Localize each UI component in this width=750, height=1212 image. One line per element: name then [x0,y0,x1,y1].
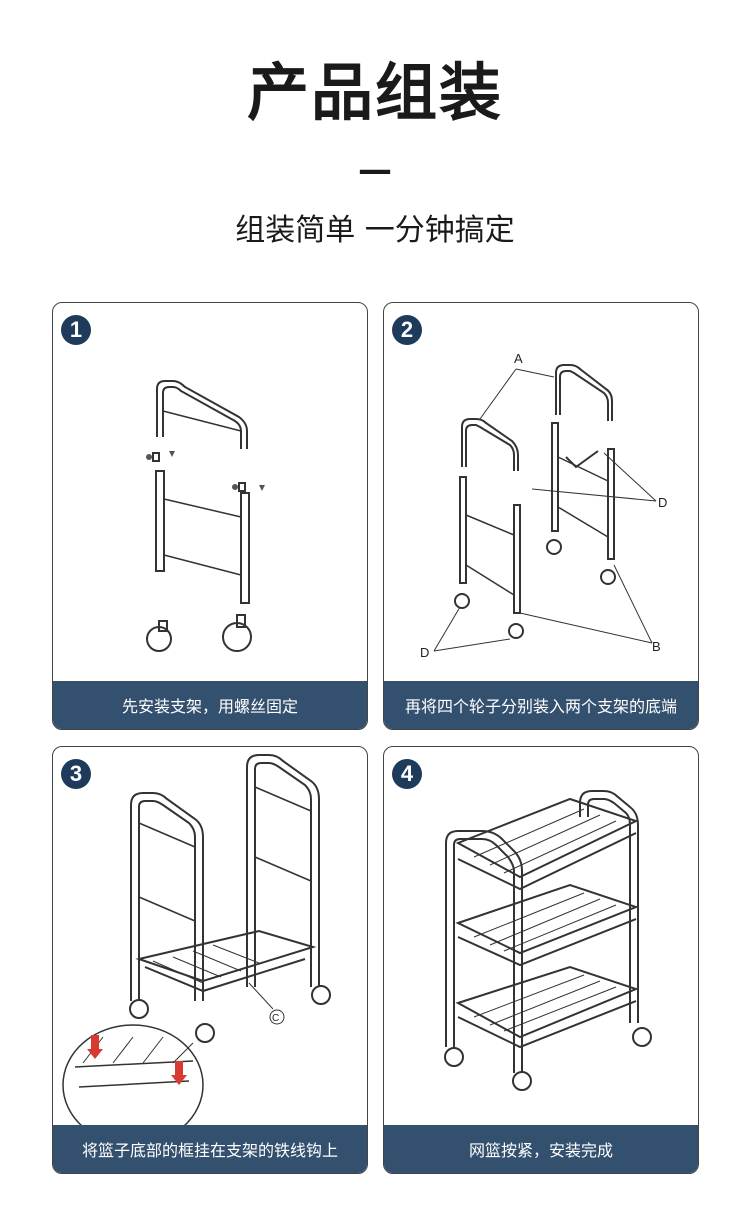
step-card-2: A D B D 2 再将四个轮子分别装入两个支架的底端 [383,302,699,730]
label-d-right: D [658,495,667,510]
title-divider: — [358,150,392,190]
label-b: B [652,639,661,654]
step-1-illustration [146,380,265,652]
step-caption: 先安装支架，用螺丝固定 [53,681,367,729]
page-title: 产品组装 [246,56,503,129]
step-caption: 再将四个轮子分别装入两个支架的底端 [384,681,698,729]
step-card-3: C 3 将篮子底部的框挂在支架的铁线钩上 [52,746,368,1174]
step-number-badge: 4 [392,759,422,789]
step-card-4: 4 网篮按紧，安装完成 [383,746,699,1174]
step-caption: 网篮按紧，安装完成 [384,1125,698,1173]
step-card-1: 1 先安装支架，用螺丝固定 [52,302,368,730]
label-c: C [272,1013,279,1024]
label-a: A [514,351,523,366]
step-3-illustration: C [62,754,331,1127]
step-2-illustration: A D B D [420,351,667,660]
page-subtitle: 组装简单 一分钟搞定 [235,213,515,248]
label-d-left: D [420,645,429,660]
step-caption: 将篮子底部的框挂在支架的铁线钩上 [53,1125,367,1173]
step-4-illustration [444,790,652,1091]
step-number-badge: 3 [61,759,91,789]
step-number-badge: 1 [61,315,91,345]
step-number-badge: 2 [392,315,422,345]
